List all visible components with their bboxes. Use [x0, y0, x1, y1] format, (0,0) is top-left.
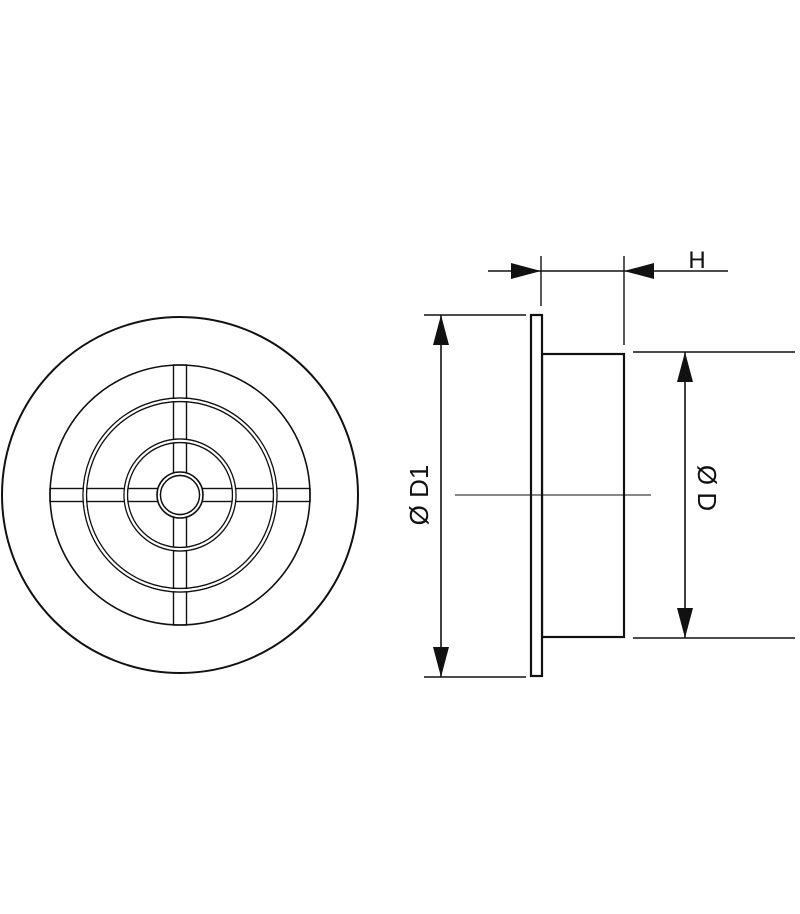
arrow-left-icon — [624, 263, 654, 279]
grille-ring-2a — [123, 438, 237, 552]
side-view — [455, 313, 651, 678]
arrow-up-icon — [677, 352, 693, 382]
face-ring — [49, 364, 311, 626]
grille-ring-3b — [85, 400, 275, 590]
arrow-down-icon — [433, 647, 449, 677]
outer-rim — [1, 316, 359, 674]
grille-ring-3a — [82, 397, 278, 593]
ring-gap — [83, 398, 277, 592]
dimension-label-height: H — [688, 247, 705, 274]
ring-gap — [124, 439, 236, 551]
hub-bore — [159, 474, 201, 516]
front-view — [1, 316, 359, 674]
arrow-up-icon — [433, 315, 449, 345]
grille-ring-2b — [126, 441, 234, 549]
dimensions — [424, 256, 795, 678]
dimension-label-spigot-diameter: Ø D — [692, 465, 722, 511]
arrow-down-icon — [677, 608, 693, 638]
dimension-label-outer-diameter: Ø D1 — [404, 465, 434, 526]
arrow-right-icon — [511, 263, 541, 279]
